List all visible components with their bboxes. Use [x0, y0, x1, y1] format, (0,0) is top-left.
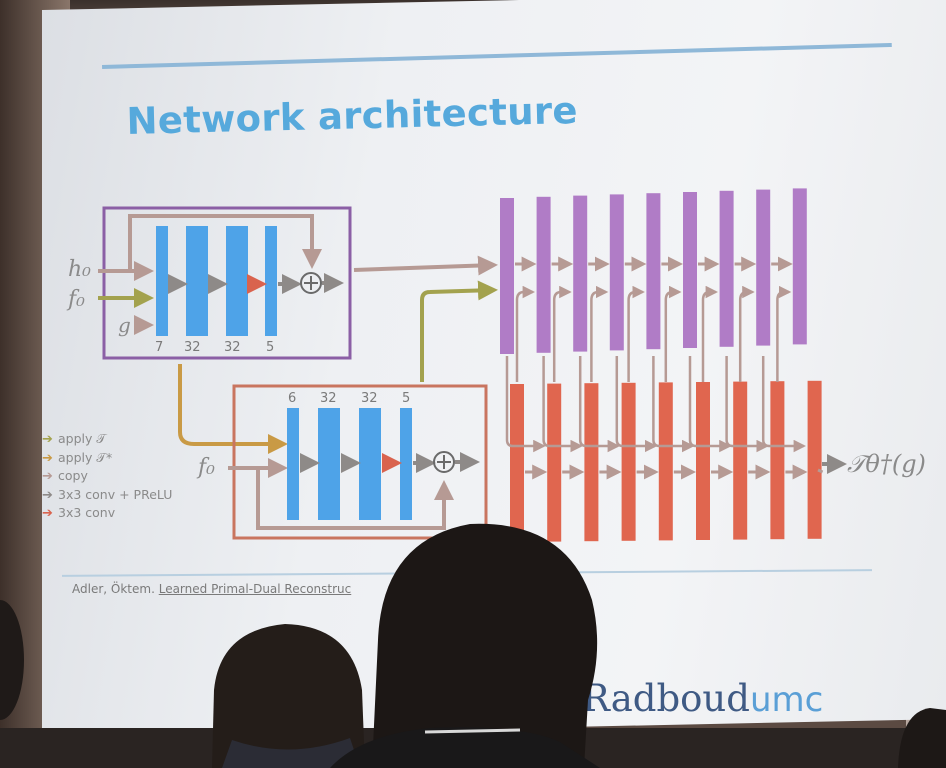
audience-head-center	[372, 523, 598, 768]
dual-to-primal-link	[552, 285, 572, 382]
primal-input-h0: h₀	[68, 257, 91, 282]
primal-channel-1: 7	[155, 340, 163, 355]
primal-channel-4: 5	[266, 340, 274, 355]
dual-layer-3	[359, 408, 381, 520]
legend-item: ➔ apply 𝒯	[42, 430, 172, 449]
dual-to-primal-link	[701, 285, 719, 382]
dual-iteration-layer	[584, 383, 599, 542]
primal-layer-2	[186, 226, 208, 336]
legend-arrow-icon: ➔	[42, 506, 53, 521]
legend-label: 3x3 conv + PReLU	[58, 486, 173, 502]
primal-iteration-layer	[756, 189, 771, 346]
dual-layer-2	[318, 408, 340, 520]
dual-to-primal-link	[627, 285, 645, 382]
dual-to-primal-link	[738, 285, 755, 382]
citation-link[interactable]: Learned Primal-Dual Reconstruc	[158, 582, 352, 596]
dual-skip-arrow	[256, 468, 454, 530]
primal-layer-3	[226, 226, 248, 336]
legend-item: ➔ apply 𝒯*	[42, 449, 172, 468]
unrolled-iterations	[500, 188, 824, 542]
primal-input-f0: f₀	[66, 287, 85, 312]
primal-to-dual-link	[615, 356, 658, 453]
primal-iteration-layer	[536, 196, 551, 353]
primal-layer-1	[156, 226, 168, 336]
audience-head-left-edge	[0, 600, 24, 720]
legend-label: copy	[58, 468, 88, 483]
audience-shoulders-center	[330, 727, 600, 768]
audience-shirt-middle	[222, 738, 360, 768]
final-iteration-arrow	[817, 468, 824, 474]
dual-to-primal-link	[515, 285, 536, 382]
primal-to-dual-link	[688, 356, 732, 453]
dual-sum-node	[433, 451, 455, 473]
primal-to-dual-link	[652, 356, 695, 453]
primal-to-dual-arrow	[178, 364, 288, 454]
primal-iteration-layer	[792, 188, 807, 345]
dual-iteration-layer	[510, 384, 524, 542]
dual-iteration-layer	[733, 381, 748, 540]
dual-input-f0: f₀	[196, 455, 215, 480]
legend-arrow-icon: ➔	[42, 450, 53, 466]
dual-block-frame	[232, 384, 488, 540]
primal-to-dual-link	[505, 356, 546, 453]
primal-channel-2: 32	[184, 340, 201, 355]
dual-to-primal-link	[590, 285, 609, 382]
legend-label: apply 𝒯*	[58, 449, 113, 465]
dual-channel-2: 32	[320, 391, 337, 406]
legend-arrow-icon: ➔	[42, 432, 53, 447]
audience-head-right-edge	[898, 708, 946, 768]
primal-iteration-layer	[609, 194, 624, 351]
primal-to-dual-link	[725, 356, 769, 453]
primal-sum-node	[300, 272, 322, 294]
dual-iteration-layer	[807, 380, 822, 539]
legend-item: ➔ copy	[42, 467, 172, 486]
primal-iteration-layer	[646, 193, 661, 350]
diagram-legend: ➔ apply 𝒯 ➔ apply 𝒯* ➔ copy ➔ 3x3 conv + PRe…	[42, 430, 172, 523]
primal-skip-arrow	[128, 214, 322, 270]
legend-item: ➔ 3x3 conv	[42, 504, 172, 523]
primal-iteration-layer	[500, 198, 514, 354]
dual-iteration-layer	[621, 382, 636, 541]
audience-head-middle	[212, 624, 365, 768]
dual-to-stack-arrow	[420, 280, 498, 382]
brand-suffix: umc	[749, 680, 824, 720]
primal-channel-3: 32	[224, 340, 241, 355]
output-label: 𝒯θ†(g)	[847, 450, 926, 478]
primal-to-stack-arrow	[353, 255, 498, 276]
primal-to-dual-link	[578, 356, 621, 453]
legend-arrow-icon: ➔	[42, 487, 53, 503]
dual-layer-1	[287, 408, 299, 520]
dual-iteration-layer	[658, 382, 673, 541]
citation-authors: Adler, Öktem.	[72, 582, 155, 596]
primal-iteration-layer	[719, 190, 734, 347]
legend-arrow-icon: ➔	[42, 469, 53, 484]
primal-input-g: g	[118, 313, 131, 337]
brand-name: Radboud	[582, 677, 750, 720]
primal-to-dual-link	[542, 356, 583, 453]
legend-label: apply 𝒯	[58, 431, 106, 446]
primal-layer-4	[265, 226, 277, 336]
dual-channel-1: 6	[288, 391, 296, 406]
dual-layer-4	[400, 408, 412, 520]
dual-to-primal-link	[664, 285, 682, 382]
dual-iteration-layer	[770, 381, 785, 540]
legend-item: ➔ 3x3 conv + PReLU	[42, 486, 172, 505]
brand-logo: Radboudumc	[582, 677, 823, 720]
dual-channel-4: 5	[402, 391, 410, 406]
legend-label: 3x3 conv	[58, 505, 116, 520]
audience-lanyard	[424, 728, 521, 734]
dual-channel-3: 32	[361, 391, 378, 406]
dual-iteration-layer	[547, 383, 562, 542]
dual-iteration-layer	[696, 382, 710, 540]
primal-block-frame	[102, 206, 352, 360]
primal-to-dual-link	[761, 356, 807, 453]
primal-iteration-layer	[573, 195, 588, 352]
primal-iteration-layer	[683, 192, 697, 348]
dual-to-primal-link	[776, 285, 792, 382]
citation: Adler, Öktem. Learned Primal-Dual Recons…	[72, 582, 351, 596]
